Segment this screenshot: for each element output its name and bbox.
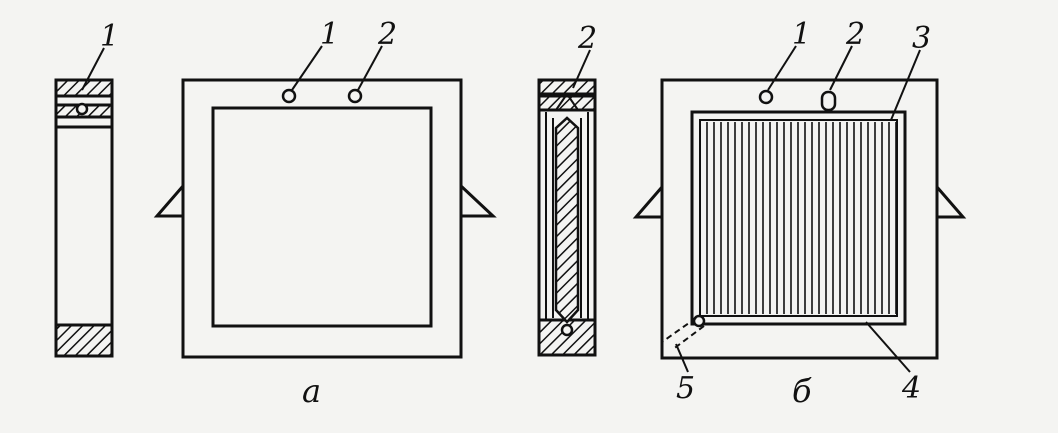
plate-channel-2 [820,90,837,112]
label-right-side-2: 2 [577,21,597,56]
plate-drainage-grooves [706,122,897,314]
frame-right-lug [459,182,497,218]
label-plate-4: 4 [901,371,921,406]
plate-side-view: 2 [537,21,597,357]
caption-a: а [302,372,321,410]
label-plate-5: 5 [676,371,695,406]
label-plate-1: 1 [792,17,811,52]
plate-left-lug [632,182,664,219]
caption-b: б [792,372,812,410]
label-frame-1: 1 [320,17,339,52]
frame-channel-2 [347,88,363,104]
plate-outlet-hole [692,314,706,328]
label-left-side-1: 1 [100,19,119,54]
plate-front-view: 1 2 3 4 5 [632,17,967,406]
frame-channel-1 [281,88,297,104]
label-plate-3: 3 [912,21,931,56]
frame-left-lug [153,181,185,218]
plate-right-lug [935,182,967,219]
label-frame-2: 2 [377,17,397,52]
label-plate-2: 2 [845,17,865,52]
frame-front-view: 1 2 [153,17,497,359]
leader-left-side-1 [81,47,105,91]
frame-side-view: 1 [54,19,119,358]
plate-channel-1 [758,89,774,105]
